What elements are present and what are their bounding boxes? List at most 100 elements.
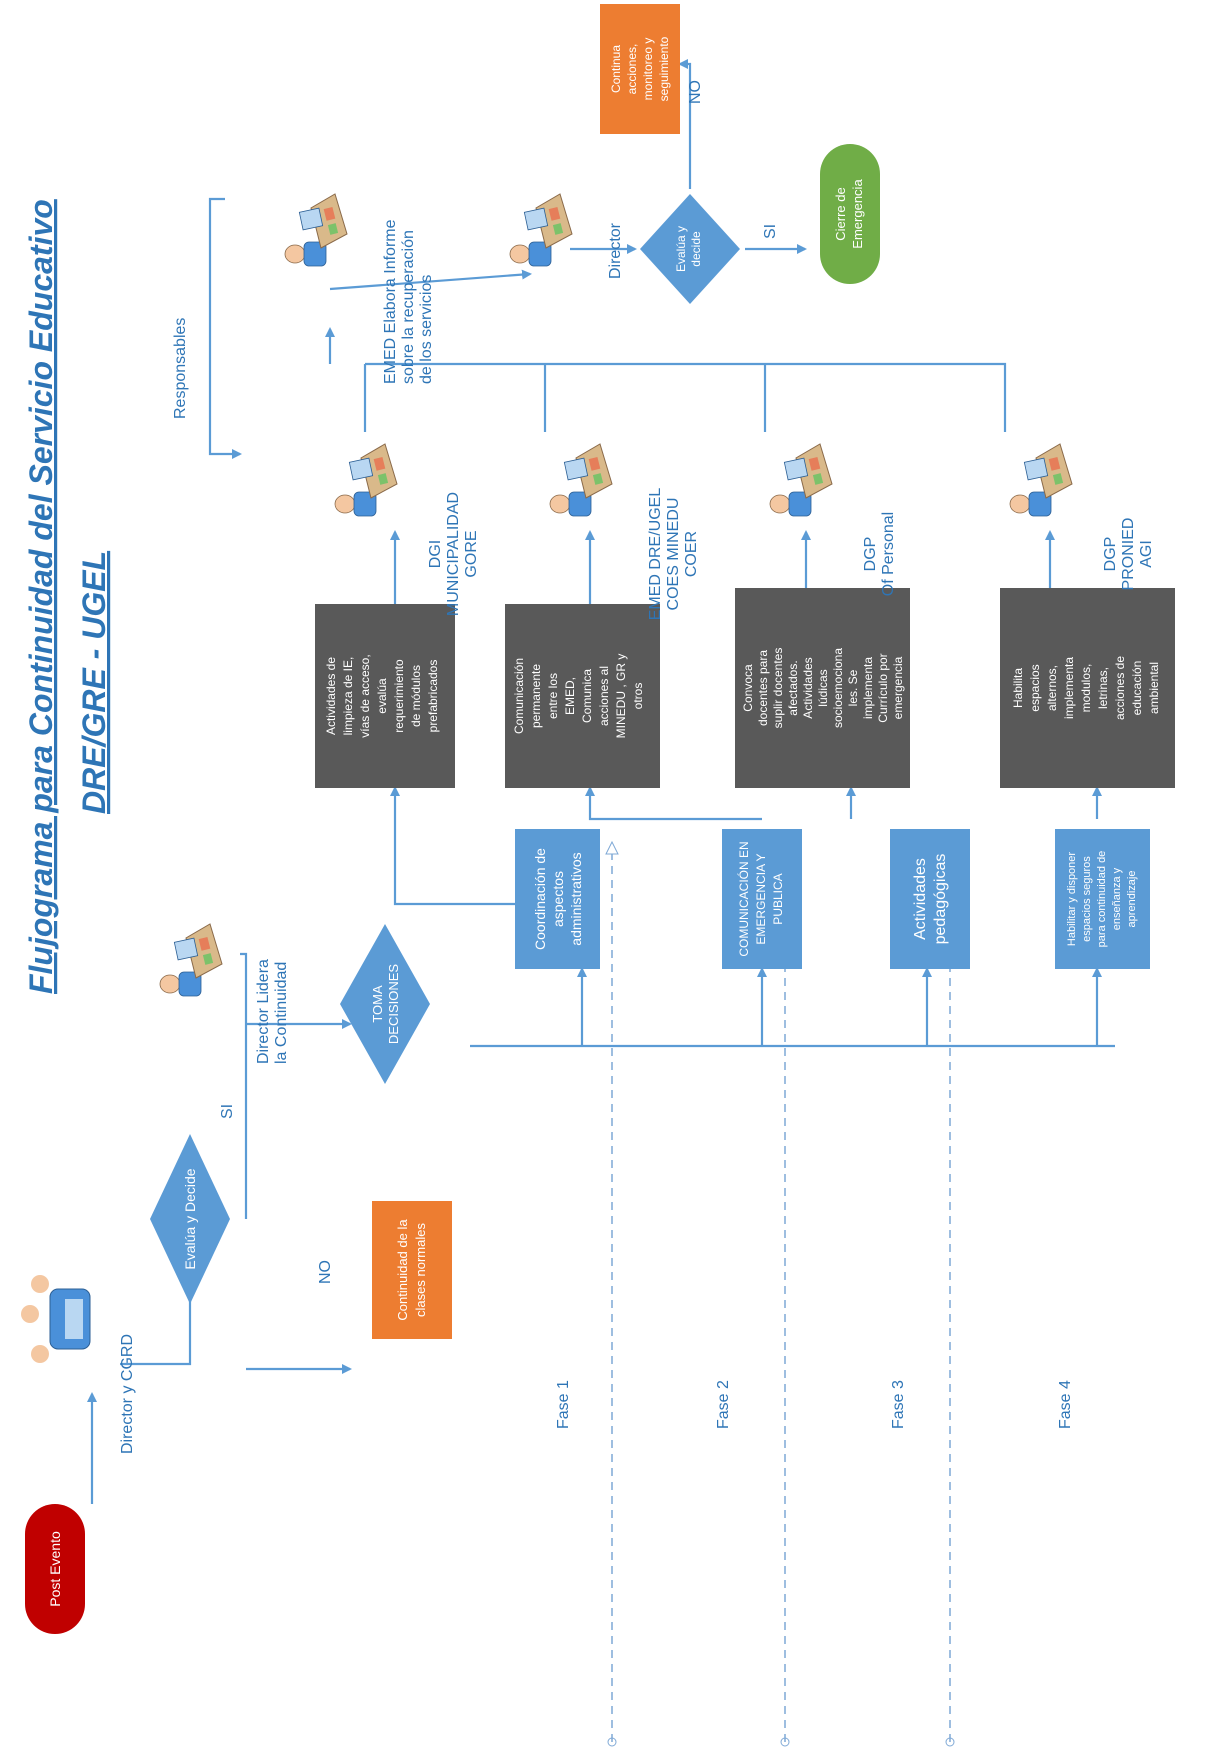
activity-box-2-line-1: Comunicación	[512, 658, 526, 734]
phase-box-1: Coordinación de aspectos administrativos	[515, 829, 600, 969]
resp-4-line-1: DGP	[1102, 537, 1119, 572]
connector-bracket-bottom	[208, 304, 242, 459]
resp-1-line-1: DGI	[427, 540, 444, 568]
activity-box-1-line-5: requerimiento	[392, 659, 406, 733]
phase-label-3: Fase 3	[890, 1380, 907, 1429]
resp-2-line-3: COER	[683, 531, 700, 577]
activity-box-3-line-7: socioemociona	[831, 648, 845, 728]
desk-person-icon-1	[334, 443, 398, 517]
phase-label-1: Fase 1	[555, 1380, 572, 1429]
post-evento-label: Post Evento	[47, 1531, 63, 1607]
activity-box-3-line-3: suplir docentes	[771, 648, 785, 729]
toma-line-1: TOMA	[370, 985, 385, 1023]
activity-box-4-line-7: acciones de	[1113, 656, 1127, 720]
informe-line-2: sobre la recuperación	[400, 230, 417, 384]
phase-box-4-line-1: Habilitar y disponer	[1066, 852, 1078, 946]
desk-person-icon-2	[549, 443, 613, 517]
cierre-line-1: Cierre de	[833, 187, 848, 240]
no-label-1: NO	[317, 1260, 334, 1284]
activity-box-2: Comunicación permanente entre los EMED, …	[505, 604, 660, 788]
phase-box-3-line-1: Actividades	[912, 858, 929, 940]
activity-box-2-line-7: MINEDU , GR y	[614, 654, 628, 739]
activity-box-3-line-11: emergencia	[891, 656, 905, 719]
toma-line-2: DECISIONES	[386, 964, 401, 1045]
director-desk-icon	[509, 193, 573, 267]
phase-box-2-rect	[722, 829, 802, 969]
activity-box-3-line-10: Currículo por	[876, 653, 890, 722]
resp-1-line-2: MUNICIPALIDAD	[445, 492, 462, 616]
meeting-people-icon	[21, 1275, 91, 1363]
phase-box-4-rect	[1055, 829, 1150, 969]
connector-no-to-continua	[678, 59, 692, 189]
informe-line-3: de los servicios	[418, 275, 435, 384]
activity-box-3-rect	[735, 588, 910, 788]
desk-person-icon-4	[1009, 443, 1073, 517]
activity-box-2-line-8: otros	[631, 683, 645, 710]
phase-box-1-rect	[515, 829, 600, 969]
activity-box-4-line-4: implementa	[1062, 657, 1076, 719]
connector-responsables-bus	[365, 362, 1007, 432]
activity-box-4-line-6: letrinas,	[1096, 667, 1110, 709]
activity-box-2-line-3: entre los	[546, 673, 560, 719]
activity-box-4-line-2: espacios	[1028, 664, 1042, 711]
activity-box-3-line-5: Actividades	[801, 657, 815, 718]
separator-dot-2	[780, 1737, 790, 1747]
activity-box-4: Habilita espacios alternos, implementa m…	[1000, 588, 1175, 788]
activity-box-4-line-8: educación	[1130, 661, 1144, 716]
director-label: Director	[607, 222, 624, 279]
resp-3-line-2: Of Personal	[880, 512, 897, 596]
evalua-decide-diamond-2	[640, 194, 740, 304]
resp-3-line-1: DGP	[862, 537, 879, 572]
activity-box-4-line-1: Habilita	[1011, 668, 1025, 708]
person-at-desk-icon	[159, 923, 223, 997]
continua-line-2: acciones,	[625, 44, 639, 95]
phase-box-1-line-2: aspectos	[550, 871, 566, 927]
no-label-2: NO	[687, 80, 704, 104]
leader-label-line-1: Director Lidera	[255, 959, 272, 1064]
resp-2-line-1: EMED DRE/UGEL	[647, 488, 664, 621]
phase-box-2-line-1: COMUNICACIÓN EN	[736, 841, 751, 956]
post-evento-terminator	[25, 1504, 85, 1634]
activity-box-1-rect	[315, 604, 455, 788]
activity-box-1: Actividades de limpieza de IE, vías de a…	[315, 604, 455, 788]
separator-dot-1	[607, 1737, 617, 1747]
decision-2-line-2: decide	[689, 231, 703, 267]
diagram-subtitle: DRE/GRE - UGEL	[76, 551, 112, 814]
connector-bracket-top	[208, 197, 225, 304]
activity-box-3-line-8: les. Se	[846, 669, 860, 706]
resp-2-line-2: COES MINEDU	[665, 498, 682, 611]
leader-label-line-2: la Continuidad	[273, 962, 290, 1064]
continua-line-3: monitoreo y	[641, 38, 655, 101]
si-label-1: SI	[219, 1104, 236, 1119]
phase-box-4-line-3: para continuidad de	[1096, 851, 1108, 948]
activity-box-3: Convoca docentes para suplir docentes af…	[735, 588, 910, 788]
phase-box-2-line-2: EMERGENCIA Y	[754, 853, 768, 944]
activity-box-3-line-1: Convoca	[741, 664, 755, 712]
cierre-emergencia-terminator	[820, 144, 880, 284]
activity-box-3-line-4: afectados.	[786, 660, 800, 715]
activity-box-4-line-9: ambiental	[1147, 662, 1161, 714]
phase-box-3: Actividades pedagógicas	[890, 829, 970, 969]
separator-arrow-1	[605, 840, 619, 855]
actor-director-cgrd: Director y CGRD	[119, 1334, 136, 1454]
connector-actor-to-decision	[120, 1282, 195, 1366]
activity-box-4-rect	[1000, 588, 1175, 788]
si-label-2: SI	[762, 224, 779, 239]
connector-informe-to-director	[329, 269, 532, 291]
connector-phase2-to-activity2	[585, 786, 762, 821]
resp-1-line-3: GORE	[463, 530, 480, 577]
continua-acciones-box	[600, 4, 680, 134]
activity-box-3-line-2: docentes para	[756, 650, 770, 726]
phase-label-2: Fase 2	[715, 1380, 732, 1429]
separator-dot-3	[945, 1737, 955, 1747]
continuidad-clases-box	[372, 1201, 452, 1339]
phase-box-3-rect	[890, 829, 970, 969]
phase-box-2: COMUNICACIÓN EN EMERGENCIA Y PUBLICA	[722, 829, 802, 969]
toma-decisiones-diamond	[340, 924, 430, 1084]
responsables-label: Responsables	[172, 318, 189, 419]
resp-4-line-2: PRONIED	[1120, 518, 1137, 591]
phase-box-4-line-5: aprendizaje	[1126, 871, 1138, 928]
